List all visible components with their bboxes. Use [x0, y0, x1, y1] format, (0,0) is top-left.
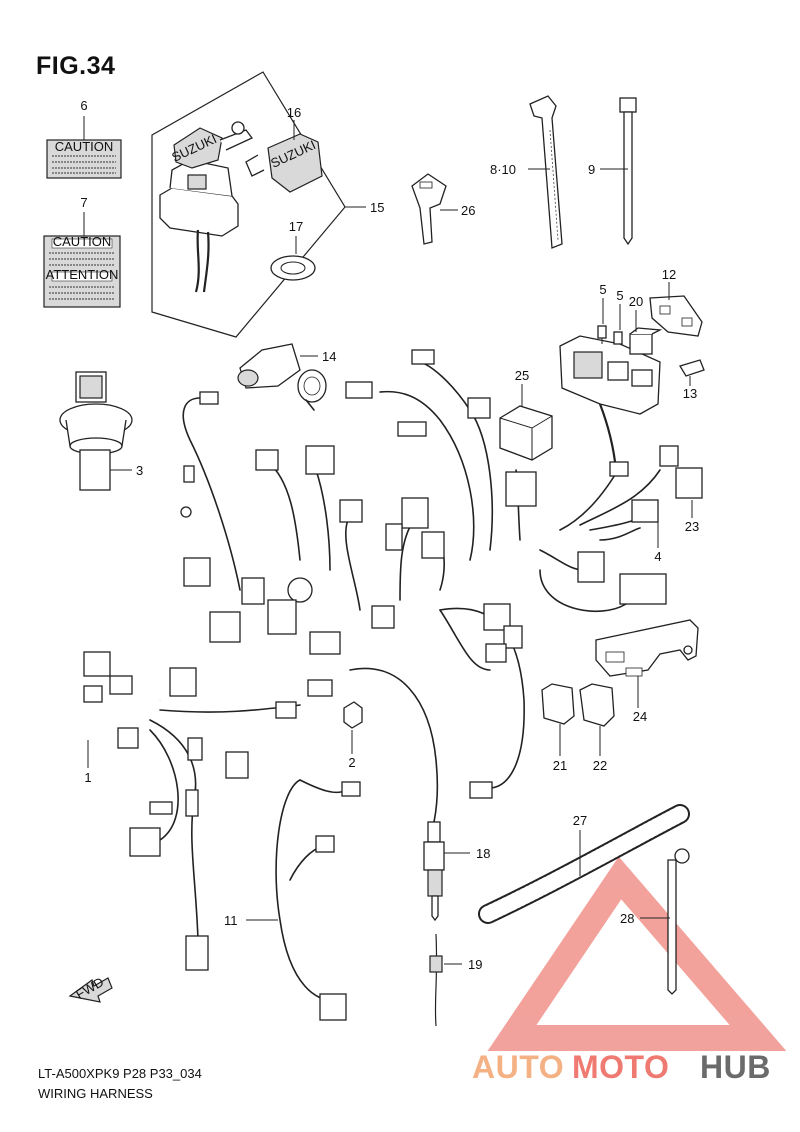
ref-24: 24 [633, 709, 647, 724]
ref-26: 26 [461, 203, 475, 218]
connector-2 [343, 701, 363, 729]
accessory-socket-14 [237, 343, 327, 411]
bracket-24 [595, 619, 699, 677]
forward-arrow-icon: FWD [68, 974, 113, 1003]
clip-13 [679, 359, 705, 377]
corrugated-tube-27 [478, 804, 690, 924]
watermark-triangle [487, 856, 787, 1051]
ref-25: 25 [515, 368, 529, 383]
nut-17 [270, 255, 316, 281]
watermark-hub: HUB [700, 1049, 771, 1085]
key-26 [411, 173, 447, 245]
ignition-key-16: SUZUKI [245, 133, 323, 193]
figure-caption: WIRING HARNESS [38, 1086, 153, 1101]
fuse-box [559, 335, 661, 471]
ref-15: 15 [370, 200, 384, 215]
bracket-12 [649, 295, 703, 337]
decal-caution-small: CAUTION [46, 139, 122, 179]
cover-21 [541, 683, 575, 725]
relay-25 [499, 405, 553, 461]
ref-11: 11 [224, 913, 238, 928]
fuse-5a [597, 325, 607, 344]
ref-5a: 5 [599, 282, 606, 297]
relay-20 [629, 327, 663, 355]
ref-19: 19 [468, 957, 482, 972]
cable-tie-28 [667, 848, 690, 995]
svg-text:CAUTION: CAUTION [55, 139, 114, 154]
watermark-moto: MOTO [572, 1049, 670, 1085]
ref-20: 20 [629, 294, 643, 309]
ref-13: 13 [683, 386, 697, 401]
ref-3: 3 [136, 463, 143, 478]
cover-22 [579, 683, 615, 727]
ref-28: 28 [620, 911, 634, 926]
ref-6: 6 [80, 98, 87, 113]
ref-1: 1 [84, 770, 91, 785]
model-code: LT-A500XPK9 P28 P33_034 [38, 1066, 202, 1081]
ref-17: 17 [289, 219, 303, 234]
ref-9: 9 [588, 162, 595, 177]
ref-23: 23 [685, 519, 699, 534]
ref-14: 14 [322, 349, 336, 364]
decal-caution-attention: CAUTION ATTENTION [43, 234, 121, 308]
fuse-5b [613, 331, 623, 345]
svg-text:CAUTION: CAUTION [53, 234, 112, 249]
ref-8-10: 8·10 [490, 162, 516, 177]
ref-18: 18 [476, 846, 490, 861]
watermark-auto: AUTO [472, 1049, 565, 1085]
wire-clamp-8-10 [529, 95, 563, 249]
sensor-18 [423, 821, 445, 922]
ignition-switch: SUZUKI [159, 121, 254, 293]
ref-16: 16 [287, 105, 301, 120]
ref-2: 2 [348, 755, 355, 770]
main-connector-3 [59, 371, 133, 491]
ref-12: 12 [662, 267, 676, 282]
ref-27: 27 [573, 813, 587, 828]
ref-21: 21 [553, 758, 567, 773]
figure-title: FIG.34 [36, 52, 116, 80]
harness-connectors [83, 349, 703, 1021]
ref-5b: 5 [616, 288, 623, 303]
cable-tie-9 [619, 97, 637, 246]
ref-22: 22 [593, 758, 607, 773]
spring-clip-19 [429, 933, 443, 1027]
main-wiring-harness [46, 361, 661, 1001]
ref-7: 7 [80, 195, 87, 210]
svg-text:ATTENTION: ATTENTION [46, 267, 119, 282]
ref-4: 4 [654, 549, 661, 564]
